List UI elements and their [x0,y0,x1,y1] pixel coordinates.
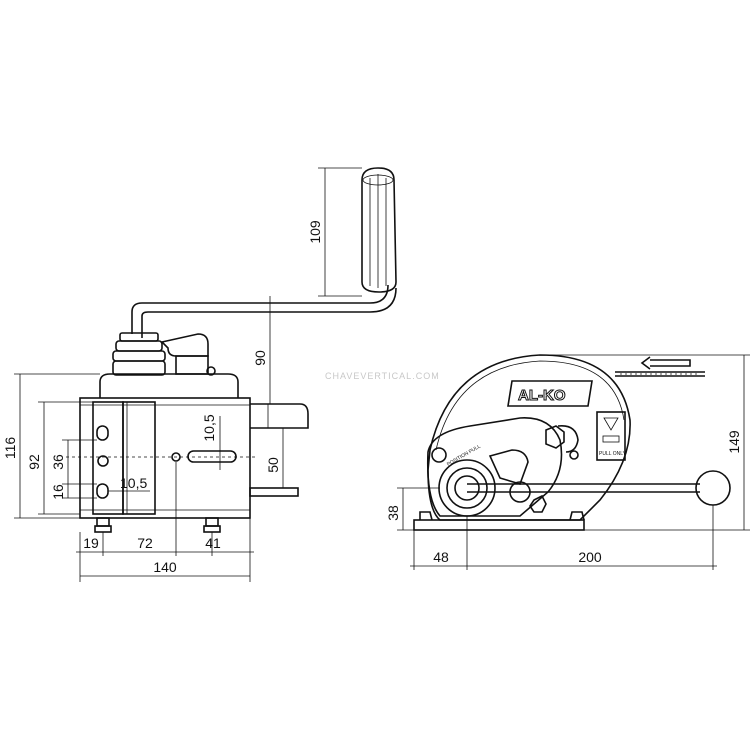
dim-116: 116 [2,437,18,460]
dim-10-5-left: 10,5 [120,475,147,491]
pawl-lever [488,449,529,485]
ratchet-cam [557,424,579,453]
front-dimensions: 109 90 116 92 36 16 10,5 10,5 50 [2,167,362,582]
ratchet-pawl [160,333,216,376]
mounting-bolts [94,517,221,533]
dim-72: 72 [137,535,153,551]
bracket-holes [96,425,109,499]
ratchet-position-text: POSITION PULL [446,444,482,468]
dim-109: 109 [307,220,323,244]
side-view: AL-KO PULL ONLY POSITION PULL [413,354,731,531]
housing-top [99,373,239,398]
dim-38: 38 [385,505,401,521]
crank-arm [131,302,370,334]
gear-cover [426,417,563,517]
dim-149: 149 [726,430,742,454]
crank-shaft [467,483,700,493]
dim-19: 19 [83,535,99,551]
dim-16: 16 [50,484,66,500]
housing-plate [79,397,251,519]
dim-90: 90 [252,350,268,366]
crank-hub [112,332,166,376]
dim-41: 41 [205,535,221,551]
dim-92: 92 [26,454,42,470]
dim-36: 36 [50,454,66,470]
logo-text: AL-KO [518,387,566,404]
dim-50: 50 [265,457,281,473]
crank-knob [695,470,731,506]
alko-logo: AL-KO [507,380,593,407]
side-bracket [249,403,309,497]
watermark: CHAVEVERTICAL.COM [325,371,440,381]
base-plate [413,519,585,531]
hex-nut [545,425,565,449]
front-view [66,167,397,533]
drum-housing [427,354,631,521]
direction-arrow [650,359,691,367]
dim-140: 140 [153,559,177,575]
side-dimensions: 149 38 48 200 [385,354,750,570]
dim-48: 48 [433,549,449,565]
dim-200: 200 [578,549,602,565]
center-slot [187,450,237,463]
dim-10-5-center: 10,5 [201,414,217,441]
pull-only-text: PULL ONLY [599,451,627,457]
handle-grip [361,167,397,293]
warning-label: PULL ONLY [596,411,627,461]
mounting-bracket [92,401,124,515]
rope [615,371,705,377]
